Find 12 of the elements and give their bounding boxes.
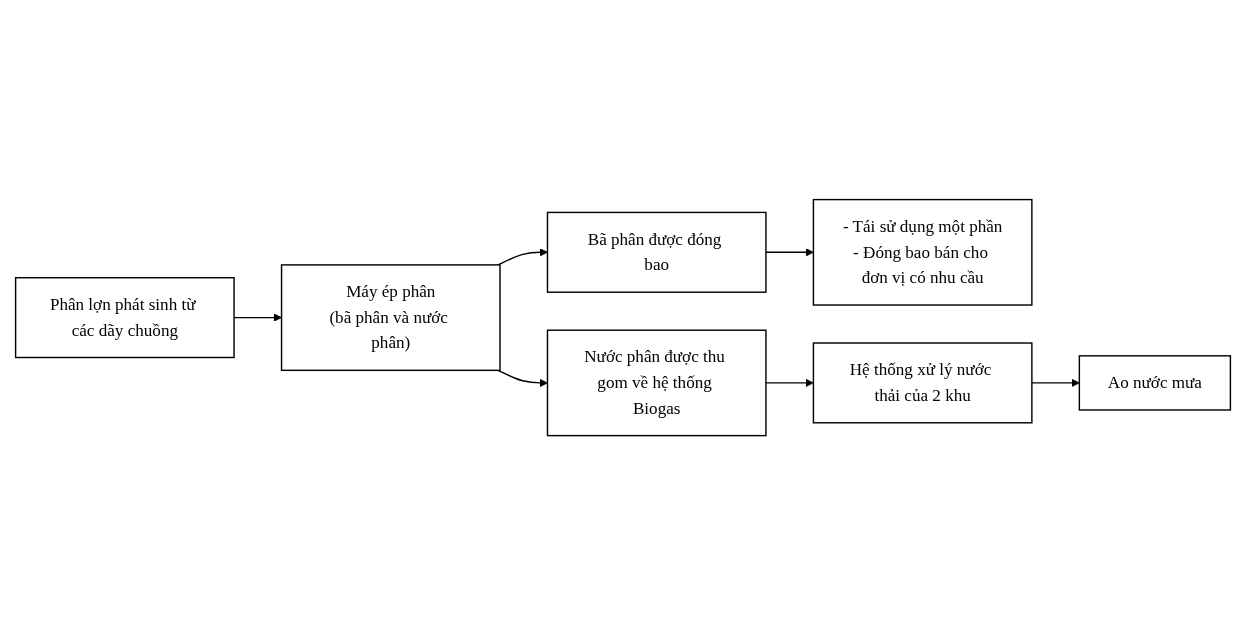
node-box: Ao nước mưa bbox=[1078, 355, 1232, 411]
node-box: Máy ép phân (bã phân và nước phân) bbox=[280, 264, 501, 371]
node-box: - Tái sử dụng một phần - Đóng bao bán cho đơn vị có nhu cầu bbox=[812, 198, 1033, 306]
node-box: Nước phân được thu gom về hệ thống Biogas bbox=[546, 329, 767, 437]
node-box: Bã phân được đóng bao bbox=[546, 211, 767, 293]
arrow bbox=[497, 369, 548, 387]
arrow bbox=[497, 248, 548, 266]
node-box: Hệ thống xử lý nước thải của 2 khu bbox=[812, 342, 1033, 424]
arrow bbox=[1031, 378, 1080, 387]
node-box: Phân lợn phát sinh từ các dãy chuồng bbox=[14, 276, 235, 359]
arrow bbox=[765, 248, 814, 257]
arrow bbox=[765, 378, 814, 387]
